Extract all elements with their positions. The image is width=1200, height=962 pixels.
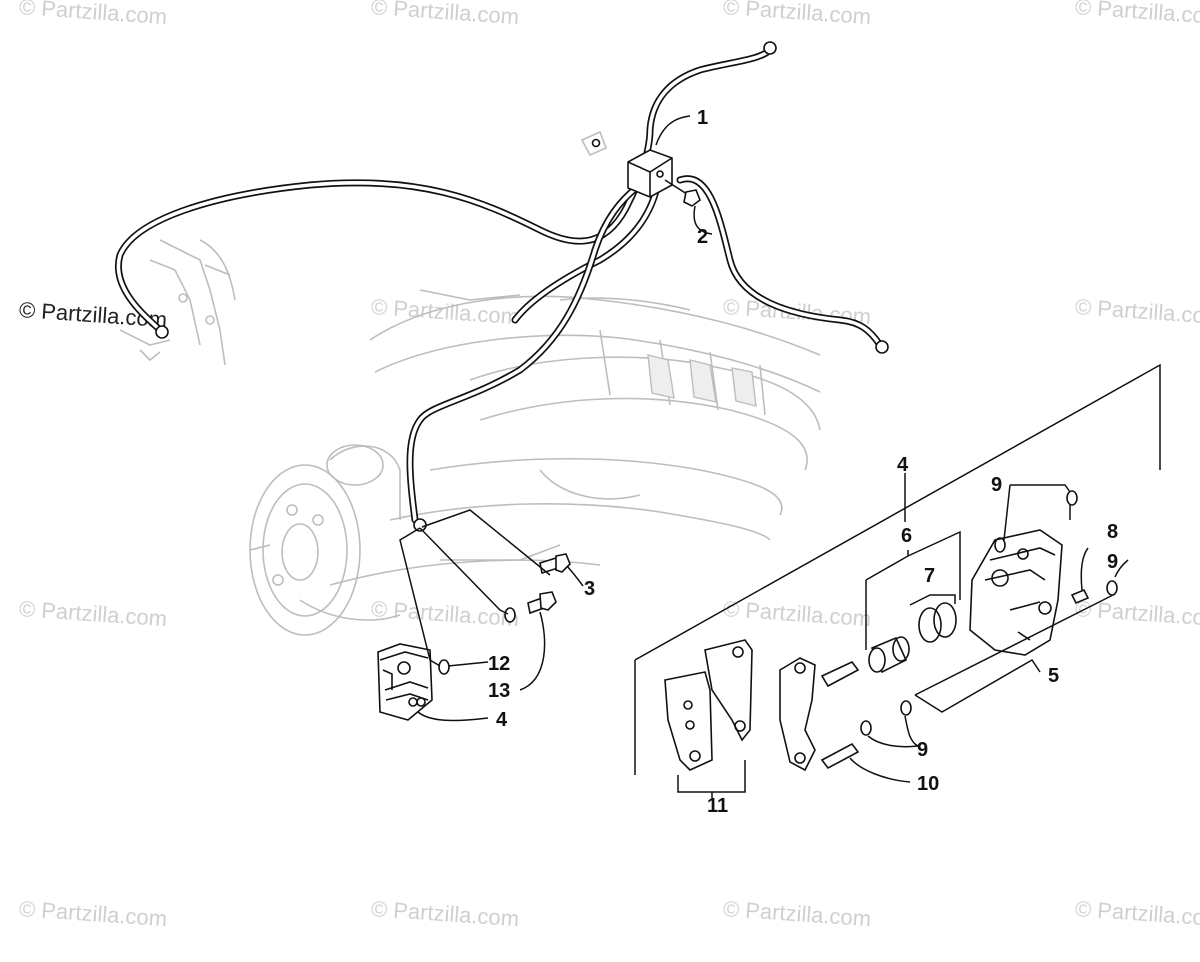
callout-7: 7 [924, 565, 935, 587]
part-7-seals [918, 602, 957, 643]
callout-9-right: 9 [1107, 551, 1118, 573]
part-6-piston [868, 636, 910, 674]
callout-11: 11 [707, 795, 728, 817]
callout-13: 13 [488, 680, 510, 702]
callout-12: 12 [488, 653, 510, 675]
part-5-caliper-body [969, 529, 1063, 656]
part-13-bolt [527, 591, 557, 615]
callout-9-bottom: 9 [917, 739, 928, 761]
master-cylinder-ghost [119, 239, 236, 366]
callout-1: 1 [697, 107, 708, 129]
callout-10: 10 [917, 773, 939, 795]
vehicle-frame-ghost [299, 289, 821, 621]
part-10-bracket-pins [779, 657, 860, 772]
part-9-washers [860, 490, 1118, 736]
part-1-junction-block [580, 130, 673, 198]
part-12-washer [438, 607, 516, 675]
part-11-brake-pads [664, 639, 753, 771]
part-2-screw [664, 179, 701, 207]
callout-2: 2 [697, 226, 708, 248]
callout-labels: 1 2 3 4 12 13 4 9 6 7 8 9 5 9 10 11 [488, 107, 1118, 817]
part-4-caliper-installed [377, 643, 433, 721]
brake-hose-assembly [114, 41, 889, 532]
callout-4-installed: 4 [496, 709, 508, 731]
banjo-fitting-icon [763, 41, 777, 55]
leader-lines [399, 115, 1161, 798]
callout-9-top: 9 [991, 474, 1002, 496]
callout-3: 3 [584, 578, 595, 600]
part-3-bolt [539, 553, 571, 575]
callout-5: 5 [1048, 665, 1059, 687]
callout-8: 8 [1107, 521, 1118, 543]
callout-4-exploded: 4 [897, 454, 909, 476]
banjo-fitting-icon [155, 325, 169, 339]
banjo-fitting-icon [413, 518, 427, 532]
banjo-fitting-icon [875, 340, 889, 354]
callout-6: 6 [901, 525, 912, 547]
wheel-hub-ghost [249, 444, 401, 636]
part-8-bleeder [1070, 588, 1090, 605]
